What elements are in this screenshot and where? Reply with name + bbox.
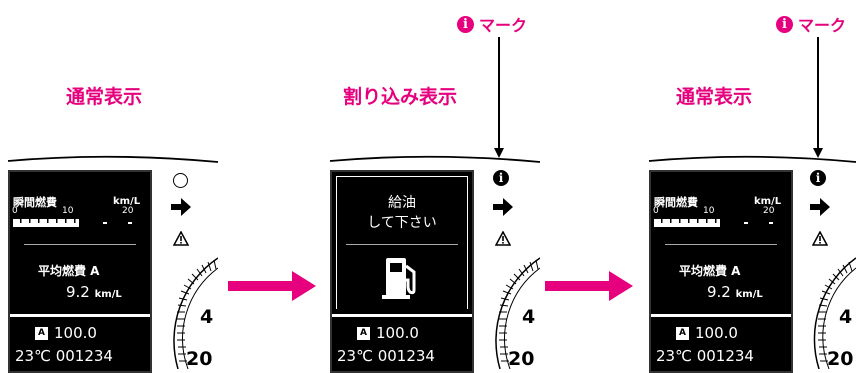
trip-row: A 100.0 — [357, 324, 419, 342]
odometer: 001234 — [696, 347, 754, 365]
trip-row: A 100.0 — [676, 324, 738, 342]
temp-odo-row: 23℃ 001234 — [656, 347, 754, 365]
cluster-panel-2: 4 20 i 給油 して下さい A 100.0 23℃ 001234 — [322, 140, 540, 373]
screen-separator — [651, 314, 791, 317]
gauge-number-4: 4 — [200, 306, 214, 328]
i-mark-label-panel-3: i マーク — [776, 12, 846, 36]
indicator-circle-icon — [173, 173, 188, 188]
outside-temp: 23℃ — [337, 347, 373, 365]
callout-arrowhead — [494, 148, 504, 158]
cluster-panel-3: 4 20 i 瞬間燃費 km/L 0 10 20 平均燃費 A 9.2 km/L… — [641, 140, 856, 373]
trip-badge: A — [357, 327, 370, 340]
outside-temp: 23℃ — [15, 347, 51, 365]
scale-0: 0 — [653, 206, 659, 216]
outside-temp: 23℃ — [656, 347, 692, 365]
i-mark-label-panel-2: i マーク — [457, 12, 527, 36]
screen-separator — [10, 314, 150, 317]
instant-fuel-bar — [654, 219, 773, 227]
screen-divider — [346, 244, 458, 245]
display-screen: 瞬間燃費 km/L 0 10 20 平均燃費 A 9.2 km/L A 100.0… — [8, 170, 152, 373]
avg-fuel-label: 平均燃費 A — [679, 264, 741, 278]
message-frame — [336, 176, 468, 309]
scale-10: 10 — [62, 206, 74, 216]
avg-fuel-unit: km/L — [735, 289, 763, 300]
mark-label: マーク — [798, 16, 847, 35]
info-indicator-icon: i — [493, 170, 509, 186]
warning-triangle-icon — [173, 231, 189, 246]
trip-badge: A — [676, 327, 689, 340]
right-arrow-icon — [171, 198, 191, 216]
mark-label: マーク — [479, 16, 528, 35]
avg-fuel-number: 9.2 — [66, 283, 90, 301]
process-arrow-icon — [228, 271, 316, 301]
trip-value: 100.0 — [695, 324, 738, 342]
cluster-frame — [7, 155, 218, 369]
info-indicator-icon: i — [810, 170, 826, 186]
instant-fuel-unit: km/L — [754, 196, 782, 207]
screen-separator — [332, 314, 472, 317]
scale-20: 20 — [763, 206, 775, 216]
scale-20: 20 — [122, 206, 134, 216]
screen-divider — [665, 244, 777, 245]
panel-2-title: 割り込み表示 — [343, 86, 458, 108]
gauge-number-20: 20 — [508, 348, 535, 370]
temp-odo-row: 23℃ 001234 — [337, 347, 435, 365]
temp-odo-row: 23℃ 001234 — [15, 347, 113, 365]
avg-fuel-value: 9.2 km/L — [66, 283, 122, 301]
trip-badge: A — [35, 327, 48, 340]
callout-line — [498, 37, 500, 150]
info-icon: i — [776, 15, 793, 33]
message-line-2: して下さい — [367, 215, 437, 231]
message-line-1: 給油 — [388, 195, 416, 211]
avg-fuel-unit: km/L — [94, 289, 122, 300]
avg-fuel-value: 9.2 km/L — [707, 283, 763, 301]
right-arrow-icon — [810, 198, 830, 216]
info-icon: i — [457, 15, 474, 33]
odometer: 001234 — [55, 347, 113, 365]
trip-row: A 100.0 — [35, 324, 97, 342]
avg-fuel-label: 平均燃費 A — [38, 264, 100, 278]
fuel-pump-icon — [382, 258, 416, 299]
trip-value: 100.0 — [376, 324, 419, 342]
instant-fuel-label: 瞬間燃費 — [13, 196, 57, 209]
scale-10: 10 — [703, 206, 715, 216]
gauge-number-20: 20 — [827, 348, 854, 370]
right-arrow-icon — [493, 198, 513, 216]
screen-divider — [24, 244, 136, 245]
warning-triangle-icon — [812, 231, 828, 246]
odometer: 001234 — [377, 347, 435, 365]
gauge-number-4: 4 — [522, 306, 536, 328]
callout-line — [817, 37, 819, 150]
warning-triangle-icon — [495, 231, 511, 246]
display-screen: 瞬間燃費 km/L 0 10 20 平均燃費 A 9.2 km/L A 100.0… — [649, 170, 793, 373]
instant-fuel-label: 瞬間燃費 — [654, 196, 698, 209]
scale-0: 0 — [12, 206, 18, 216]
gauge-number-4: 4 — [839, 306, 853, 328]
instant-fuel-bar — [13, 219, 132, 227]
callout-arrowhead — [813, 148, 823, 158]
instant-fuel-unit: km/L — [113, 196, 141, 207]
trip-value: 100.0 — [54, 324, 97, 342]
display-screen: 給油 して下さい A 100.0 23℃ 001234 — [330, 170, 474, 373]
process-arrow-icon — [545, 271, 633, 301]
panel-1-title: 通常表示 — [66, 86, 143, 108]
gauge-number-20: 20 — [186, 348, 213, 370]
cluster-panel-1: 4 20 瞬間燃費 km/L 0 10 20 平均燃費 A 9.2 km/L A… — [0, 140, 218, 373]
avg-fuel-number: 9.2 — [707, 283, 731, 301]
panel-3-title: 通常表示 — [676, 86, 753, 108]
